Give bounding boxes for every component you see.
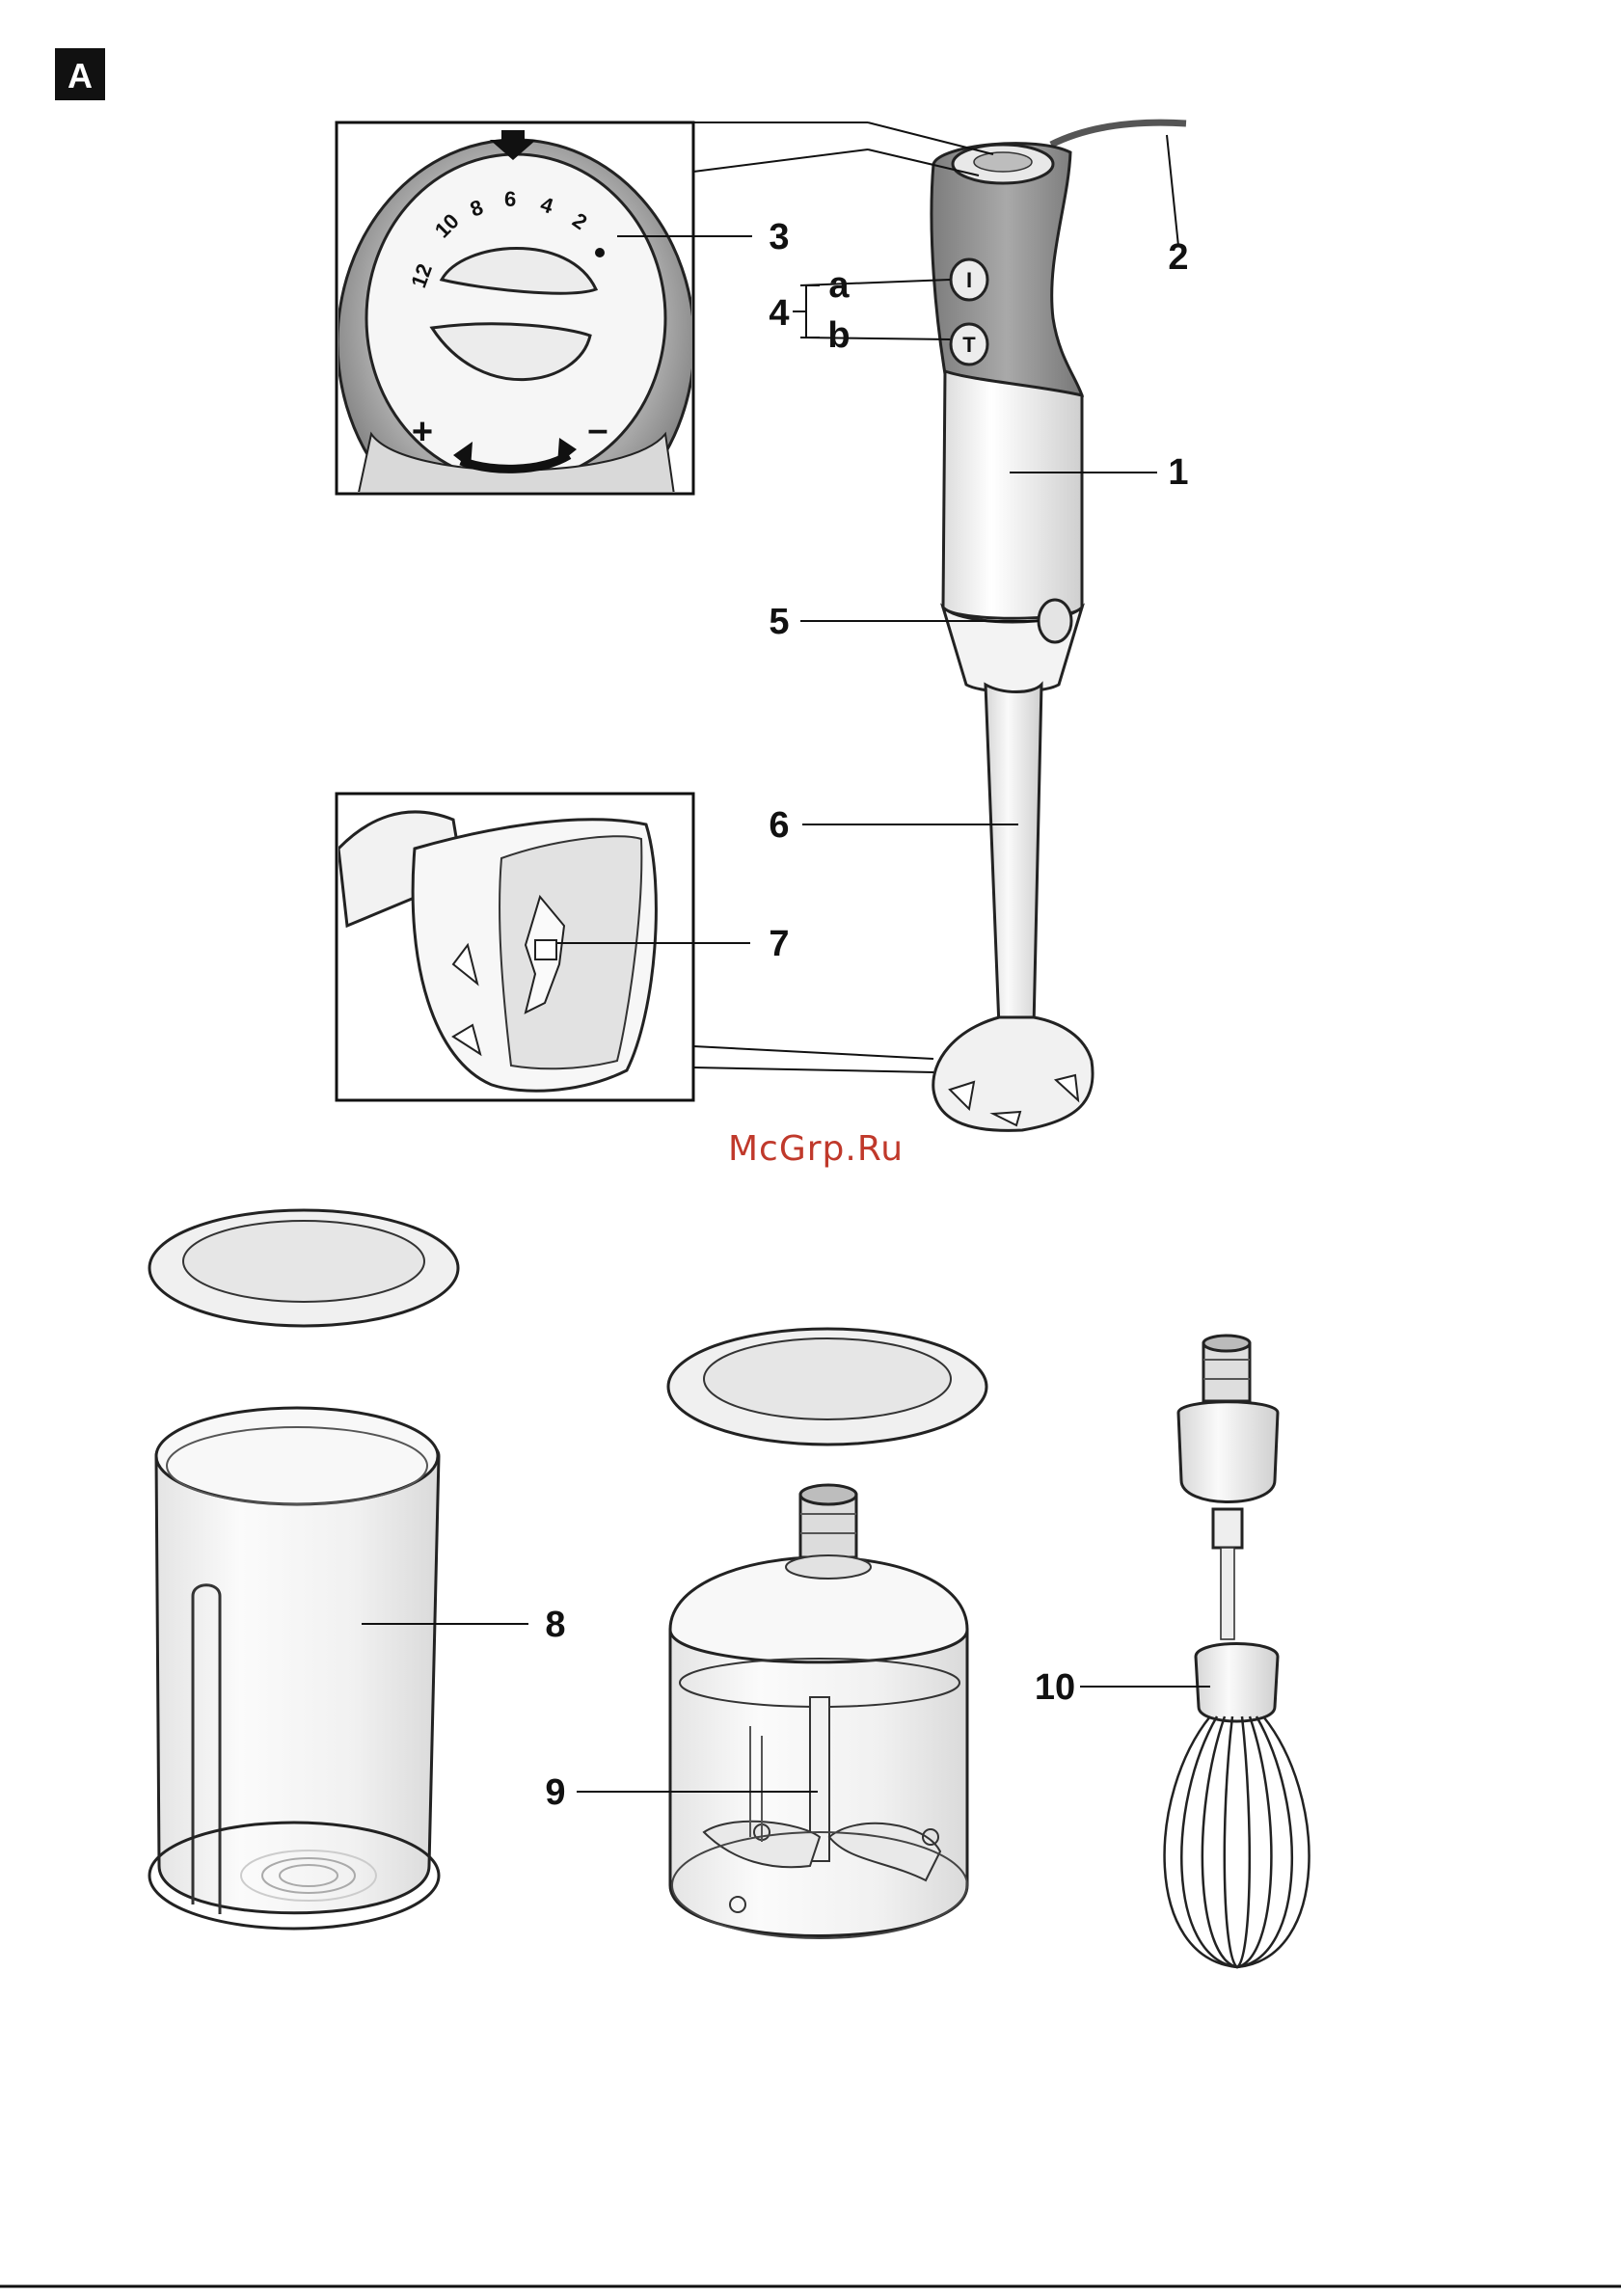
button-a[interactable]: I [951,259,987,300]
figure-tag-label: A [68,56,93,95]
callout-7: 7 [769,924,789,964]
blender-shaft [986,685,1041,1027]
callout-10: 10 [1035,1667,1075,1708]
handle-body [943,371,1082,618]
whisk-wires [1165,1716,1310,1967]
chopper-bowl [668,1329,986,1938]
whisk-attachment [1165,1336,1310,1967]
release-button[interactable] [1039,600,1071,642]
callout-8: 8 [545,1605,565,1645]
callout-4b: b [827,315,850,356]
power-cord [1051,122,1186,145]
detail-speed-dial: 12 10 8 6 4 2 + – [337,122,993,545]
whisk-coupling [1178,1402,1278,1502]
figure-tag: A [55,48,105,100]
callout-4a: a [828,265,850,306]
callout-4: 4 [769,293,789,334]
dial-minus-symbol: – [587,410,608,450]
whisk-collar [1196,1644,1278,1722]
beaker-with-lid [149,1210,458,1929]
callout-9: 9 [545,1772,565,1813]
callout-1: 1 [1168,452,1188,493]
dial-scale-6: 6 [504,187,516,211]
callout-3: 3 [769,217,789,257]
button-b[interactable]: T [951,324,987,365]
callout-6: 6 [769,805,789,846]
hand-blender: I T [932,122,1186,1130]
dial-plus-symbol: + [412,412,433,452]
detail-blade [337,794,933,1100]
dial-off-dot [595,248,605,257]
callout-2: 2 [1168,237,1188,278]
button-b-symbol: T [962,333,976,357]
watermark-text: McGrp.Ru [728,1129,904,1169]
callout-5: 5 [769,602,789,642]
button-a-symbol: I [966,268,972,292]
